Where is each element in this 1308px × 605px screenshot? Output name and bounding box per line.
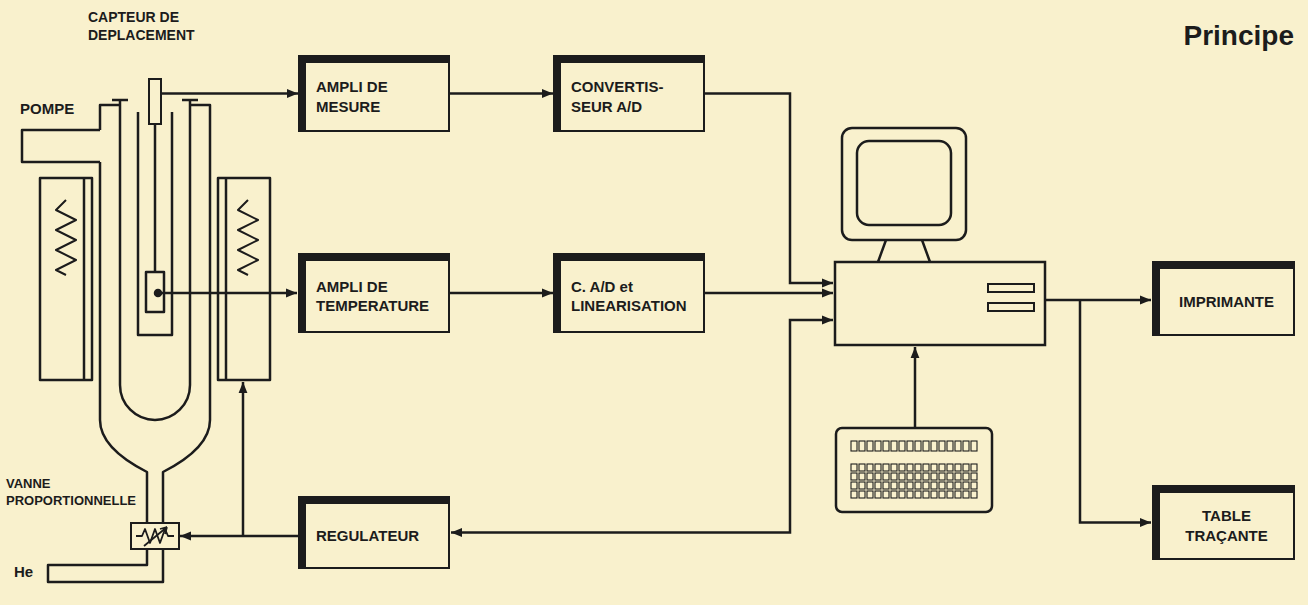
label-holder: He <box>14 563 33 581</box>
box-label: C. A/D et LINEARISATION <box>571 277 693 316</box>
furnace <box>40 178 92 380</box>
keyboard <box>836 428 992 512</box>
box-label: AMPLI DE MESURE <box>316 77 438 116</box>
amplifier-box: AMPLI DE MESURE <box>298 55 450 132</box>
heater-coil <box>238 200 258 275</box>
vessel-wall <box>100 162 147 522</box>
drive-slot <box>988 284 1034 292</box>
vessel-wall <box>163 105 210 522</box>
furnace <box>218 178 270 380</box>
box-label: REGULATEUR <box>316 526 438 546</box>
dilatometer-apparatus <box>22 100 297 582</box>
furnace-wall <box>83 178 86 380</box>
displacement-sensor: CAPTEUR DE DEPLACEMENT <box>88 8 238 44</box>
drive-slot <box>988 303 1034 311</box>
amplifier-box: AMPLI DE TEMPERATURE <box>298 253 450 333</box>
signal-arrow <box>450 292 553 295</box>
valve-symbol <box>136 527 174 546</box>
signal-wire <box>1045 299 1151 302</box>
heater-control-line <box>242 382 245 536</box>
part-label: VANNE PROPORTIONNELLE <box>6 476 143 510</box>
reaction-tube <box>120 100 190 420</box>
signal-arrow <box>180 535 298 538</box>
printer-box: IMPRIMANTE <box>1152 261 1295 336</box>
furnace-wall <box>225 178 228 380</box>
keyboard-keys <box>850 440 978 452</box>
converter-box: CONVERTIS- SEUR A/D <box>553 55 705 132</box>
displacement-sensor-body <box>148 78 162 125</box>
thermocouple-wire <box>158 292 297 295</box>
monitor <box>842 128 966 240</box>
gas-pipe <box>48 550 163 582</box>
plotter-box: TABLE TRAÇANTE <box>1152 485 1295 560</box>
computer <box>835 128 1045 512</box>
title-holder: Principe <box>1184 20 1294 52</box>
converter-box: C. A/D et LINEARISATION <box>553 253 705 333</box>
box-label: IMPRIMANTE <box>1170 292 1283 312</box>
part-label: POMPE <box>20 100 74 117</box>
diagram-title: Principe <box>1184 20 1294 51</box>
monitor-screen <box>857 141 951 225</box>
label-holder: POMPE <box>20 100 74 118</box>
signal-wire <box>705 94 833 284</box>
signal-wires <box>451 94 1151 533</box>
keyboard-keys <box>850 463 978 499</box>
push-rod-tube <box>138 112 172 335</box>
box-label: TABLE TRAÇANTE <box>1170 506 1283 545</box>
controller-box: REGULATEUR <box>298 496 450 569</box>
signal-wire <box>914 347 917 428</box>
heater-coil <box>56 200 76 275</box>
part-label: He <box>14 563 33 580</box>
signal-arrow <box>162 92 298 95</box>
proportional-valve-body <box>130 522 180 550</box>
computer-unit <box>835 262 1045 345</box>
signal-wire <box>451 320 833 533</box>
pump-pipe <box>22 130 100 162</box>
valve-symbol-part <box>144 527 167 546</box>
signal-wire <box>1080 300 1151 523</box>
box-label: AMPLI DE TEMPERATURE <box>316 277 438 316</box>
part-label: CAPTEUR DE DEPLACEMENT <box>88 8 238 44</box>
box-label: CONVERTIS- SEUR A/D <box>571 77 693 116</box>
signal-wire <box>705 292 833 295</box>
monitor-stand <box>878 240 930 262</box>
proportional-valve: VANNE PROPORTIONNELLE <box>6 476 143 510</box>
push-rod <box>154 125 157 272</box>
signal-arrow <box>450 92 553 95</box>
vessel-wall <box>100 105 120 130</box>
